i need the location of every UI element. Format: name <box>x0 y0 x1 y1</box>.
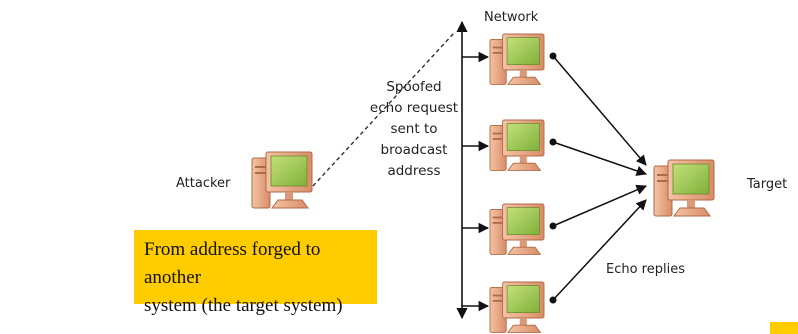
echo-reply-line-3 <box>552 184 647 227</box>
attacker-label: Attacker <box>176 176 231 191</box>
network-label: Network <box>484 10 539 25</box>
note-line-1: From address forged to another <box>144 239 321 288</box>
spoofed-line-3: sent to <box>390 121 438 137</box>
reply-dot-2 <box>549 138 557 146</box>
target-computer-icon <box>653 159 715 217</box>
reply-dot-4 <box>549 296 557 304</box>
echo-reply-line-1 <box>552 55 647 166</box>
echo-reply-line-4 <box>552 199 647 301</box>
network-computer-icon-1 <box>489 33 545 85</box>
spoofed-request-label: Spoofed echo request sent to broadcast a… <box>358 77 470 182</box>
spoofed-line-4: broadcast <box>380 142 448 158</box>
echo-reply-line-2 <box>552 141 647 176</box>
target-label: Target <box>747 177 788 192</box>
corner-highlight <box>770 322 798 334</box>
network-computer-icon-2 <box>489 119 545 171</box>
spoofed-line-5: address <box>387 163 441 179</box>
echo-replies-label: Echo replies <box>606 262 685 277</box>
attacker-computer-icon <box>251 151 313 209</box>
reply-dot-1 <box>549 52 557 60</box>
reply-dot-3 <box>549 222 557 230</box>
spoofed-line-1: Spoofed <box>386 79 442 95</box>
spoofed-line-2: echo request <box>369 100 459 116</box>
network-computer-icon-4 <box>489 281 545 333</box>
forged-address-note: From address forged to another system (t… <box>134 230 377 316</box>
network-computer-icon-3 <box>489 203 545 255</box>
note-line-2: system (the target system) <box>144 295 343 316</box>
